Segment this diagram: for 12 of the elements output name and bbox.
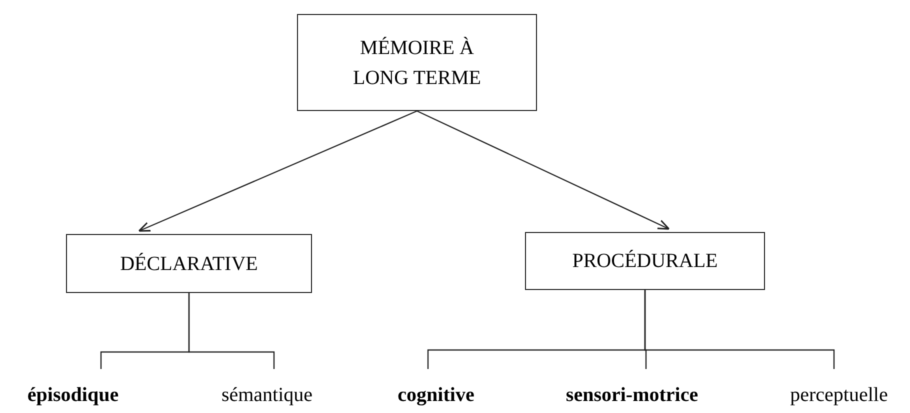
leaf-label: perceptuelle [770,381,908,409]
tree-connector [188,293,275,369]
leaf-label: cognitive [376,381,496,409]
leaf-label: épisodique [6,381,140,409]
category-box: MÉMOIRE À LONG TERME [297,14,537,111]
leaf-label: sémantique [200,381,334,409]
arrow [138,110,418,232]
leaf-label: sensori-motrice [536,381,728,409]
category-box: PROCÉDURALE [525,232,765,290]
category-box: DÉCLARATIVE [66,234,312,293]
arrow [416,110,670,230]
tree-connector [644,290,835,369]
